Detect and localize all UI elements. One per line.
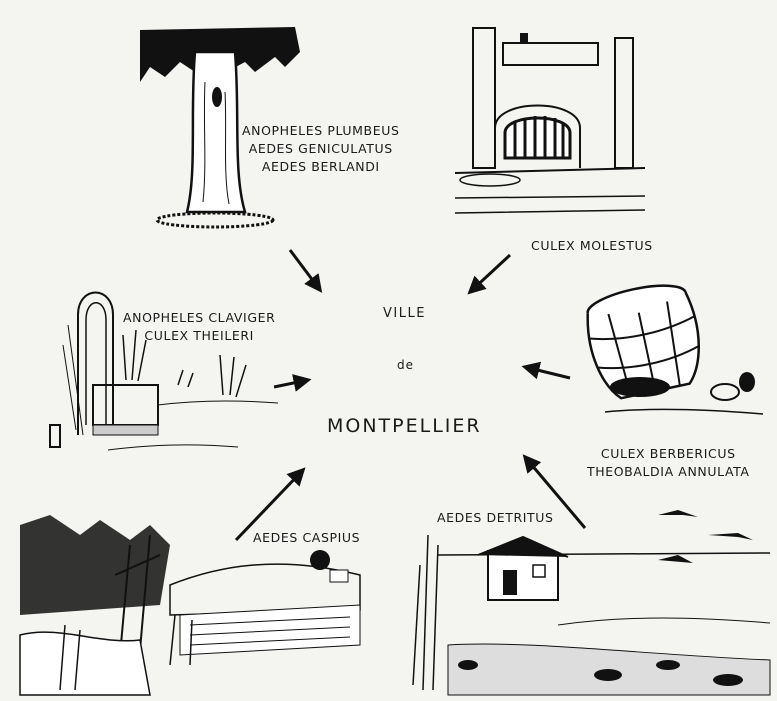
saltmarsh-illustration (408, 505, 771, 696)
arrow-fountain (273, 374, 312, 392)
species-label: AEDES GENICULATUS (248, 141, 393, 156)
ricefield-illustration (19, 515, 361, 696)
label-cellar: CULEX MOLESTUS (531, 237, 653, 255)
cellar-illustration (454, 27, 646, 228)
species-label: AEDES CASPIUS (253, 530, 361, 545)
species-label: THEOBALDIA ANNULATA (587, 464, 750, 479)
center-de: de (397, 358, 414, 372)
arrow-tree (288, 249, 323, 293)
arrow-barrel (521, 361, 571, 380)
species-label: AEDES DETRITUS (437, 510, 554, 525)
species-label: CULEX BERBERICUS (600, 446, 736, 461)
label-barrel: CULEX BERBERICUS THEOBALDIA ANNULATA (587, 445, 750, 481)
fountain-illustration (48, 285, 279, 460)
species-label: CULEX THEILERI (144, 328, 254, 343)
label-tree-hole: ANOPHELES PLUMBEUS AEDES GENICULATUS AED… (242, 122, 400, 176)
label-fountain: ANOPHELES CLAVIGER CULEX THEILERI (123, 309, 275, 345)
barrel-illustration (585, 282, 765, 432)
center-city: MONTPELLIER (327, 415, 482, 437)
label-saltmarsh: AEDES DETRITUS (437, 509, 554, 527)
species-label: AEDES BERLANDI (261, 159, 380, 174)
tree-illustration (135, 22, 305, 232)
center-ville: VILLE (383, 306, 426, 321)
species-label: ANOPHELES PLUMBEUS (242, 123, 400, 138)
arrow-cellar (467, 253, 512, 295)
label-ricefield: AEDES CASPIUS (253, 529, 360, 547)
species-label: CULEX MOLESTUS (531, 238, 653, 253)
species-label: ANOPHELES CLAVIGER (123, 310, 276, 325)
